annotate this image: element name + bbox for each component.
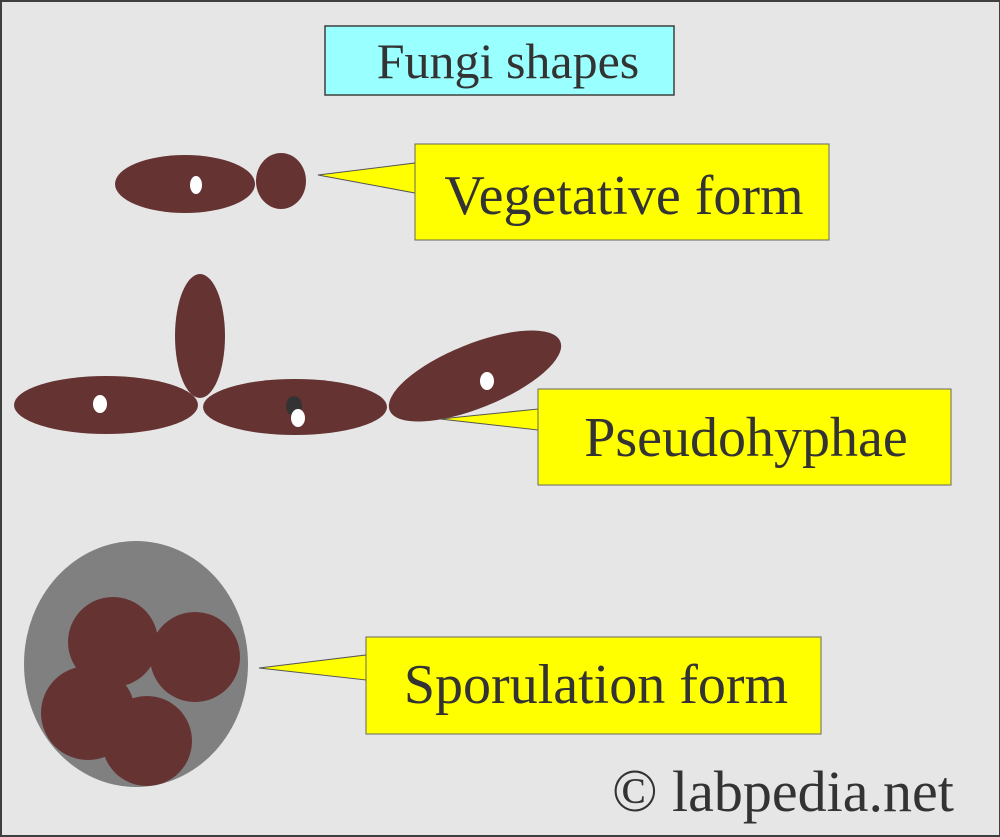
callout-box xyxy=(414,143,830,241)
spore-1 xyxy=(68,597,158,687)
branch-cell-vertical xyxy=(175,274,225,398)
callout-joint xyxy=(539,410,543,429)
callout-box xyxy=(537,388,952,486)
callout-joint xyxy=(367,656,371,679)
nucleus xyxy=(291,409,305,427)
budding-cell-mother xyxy=(115,155,255,213)
pseudohyphae-callout: Pseudohyphae xyxy=(439,388,952,486)
nucleus xyxy=(190,176,202,194)
title-box: Fungi shapes xyxy=(324,25,675,96)
nucleus xyxy=(93,395,107,413)
sporulation-form-label: Sporulation form xyxy=(404,654,788,716)
budding-cell-daughter xyxy=(256,153,306,209)
copyright-text: labpedia.net xyxy=(672,759,954,824)
vegetative-form-label: Vegetative form xyxy=(444,165,803,227)
vegetative-form-cells xyxy=(115,153,306,213)
pseudohyphae-cells xyxy=(14,274,562,435)
copyright-watermark: © labpedia.net xyxy=(612,758,954,824)
sporulation-cells xyxy=(24,541,248,787)
title-background xyxy=(324,25,675,96)
sporulation-callout: Sporulation form xyxy=(258,636,822,735)
callout-joint xyxy=(416,164,420,192)
pseudohyphae-label: Pseudohyphae xyxy=(584,407,908,469)
hyphal-cell-3 xyxy=(388,330,562,422)
nucleus xyxy=(480,372,494,390)
spore-2 xyxy=(150,612,240,702)
vegetative-form-callout: Vegetative form xyxy=(317,143,830,241)
callout-box xyxy=(365,636,822,735)
title-text: Fungi shapes xyxy=(377,33,640,89)
callout-pointer xyxy=(317,162,416,194)
callout-pointer xyxy=(258,654,367,681)
copyright-icon: © xyxy=(612,758,658,824)
spore-4 xyxy=(102,696,192,786)
